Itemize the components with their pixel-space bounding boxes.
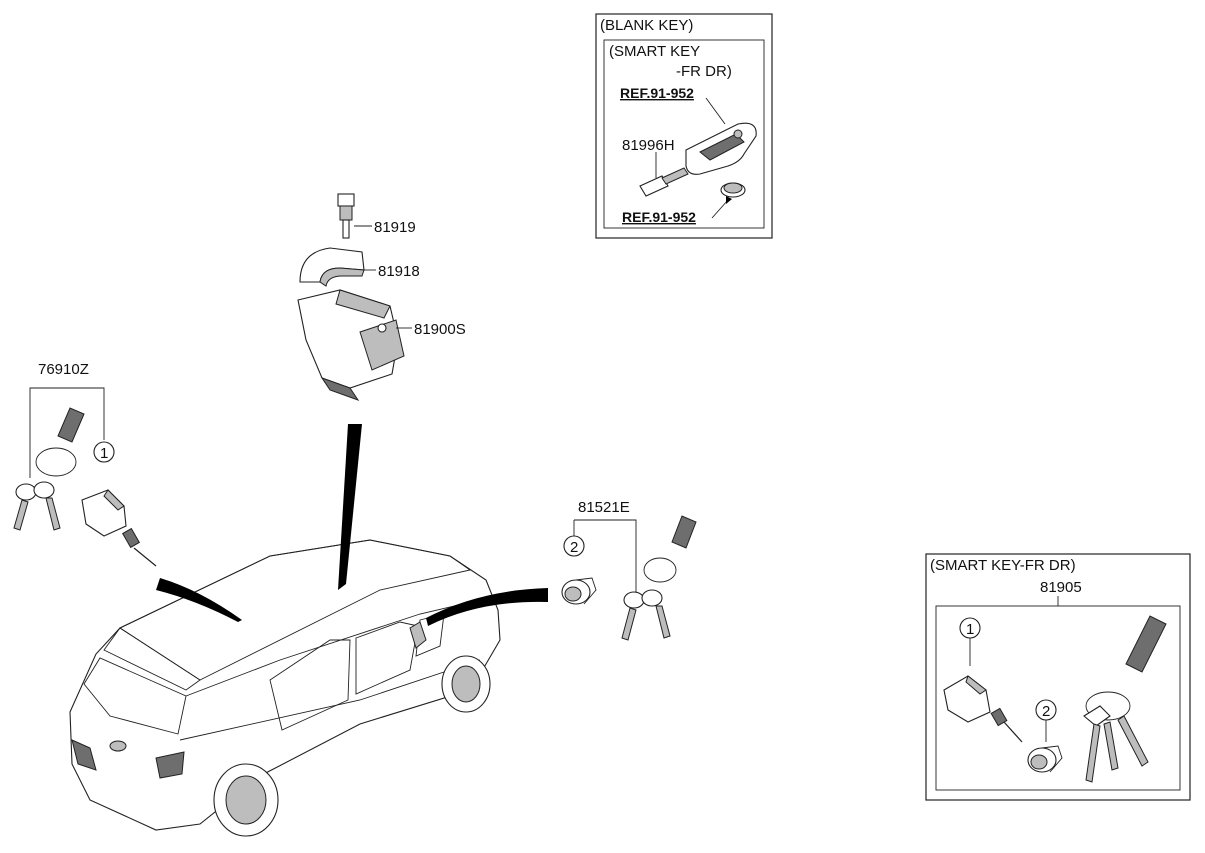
part-label-81900s: 81900S bbox=[414, 321, 466, 338]
lock-cap-icon bbox=[561, 577, 597, 605]
door-lock-cylinder-icon bbox=[81, 489, 157, 567]
keys-icon bbox=[13, 481, 61, 531]
smart-key-fr-dr-box: (SMART KEY-FR DR) 81905 1 2 bbox=[925, 553, 1191, 801]
key-set-76910z: 76910Z 1 bbox=[13, 361, 157, 567]
part-label-81918: 81918 bbox=[378, 263, 420, 280]
smart-key-fr-dr-title-line2: -FR DR) bbox=[676, 63, 732, 80]
callout-2-label-box: 2 bbox=[1042, 703, 1050, 720]
key-set-81521e: 81521E 2 bbox=[561, 499, 697, 641]
lock-cap-icon-box bbox=[1027, 745, 1063, 773]
keys-icon-box bbox=[1083, 705, 1149, 783]
blank-key-box: (BLANK KEY) (SMART KEY -FR DR) REF.91-95… bbox=[595, 13, 773, 239]
vehicle-minivan bbox=[69, 539, 501, 837]
pointer-81521e-to-vehicle bbox=[426, 588, 548, 626]
key-fob-tag-icon bbox=[35, 407, 85, 477]
emergency-key-blade-icon bbox=[639, 167, 689, 197]
ref-91-952-top[interactable]: REF.91-952 bbox=[620, 85, 694, 101]
part-label-81919: 81919 bbox=[374, 219, 416, 236]
pointer-76910z-to-vehicle bbox=[156, 578, 242, 622]
bracket-81918-icon bbox=[299, 247, 365, 287]
callout-2-label: 2 bbox=[570, 539, 578, 556]
callout-2-circle bbox=[563, 535, 585, 557]
door-lock-cylinder-icon-box bbox=[943, 675, 1023, 743]
smart-key-fr-dr-title-line1: (SMART KEY bbox=[609, 43, 700, 60]
callout-1-label: 1 bbox=[100, 445, 108, 462]
blank-key-title: (BLANK KEY) bbox=[600, 17, 693, 34]
part-label-81905: 81905 bbox=[1040, 579, 1082, 596]
ignition-assembly: 81919 81918 81900S bbox=[297, 193, 466, 401]
smart-key-fr-dr-box-title: (SMART KEY-FR DR) bbox=[930, 557, 1076, 574]
ref-91-952-bottom[interactable]: REF.91-952 bbox=[622, 209, 696, 225]
steering-lock-body-81900s-icon bbox=[297, 289, 405, 401]
key-fob-tag-icon-box bbox=[1085, 615, 1167, 721]
part-label-81996h: 81996H bbox=[622, 137, 675, 154]
pointer-ignition-to-vehicle bbox=[338, 424, 362, 590]
callout-1-circle bbox=[93, 441, 115, 463]
smart-key-fob-icon bbox=[685, 122, 757, 175]
part-label-76910z: 76910Z bbox=[38, 361, 89, 378]
callout-1-label-box: 1 bbox=[966, 621, 974, 638]
key-fob-tag-icon-2 bbox=[643, 515, 697, 583]
keys-icon-2 bbox=[621, 589, 671, 641]
key-cylinder-81919-icon bbox=[337, 193, 355, 239]
coin-battery-icon bbox=[720, 182, 746, 198]
part-label-81521e: 81521E bbox=[578, 499, 630, 516]
